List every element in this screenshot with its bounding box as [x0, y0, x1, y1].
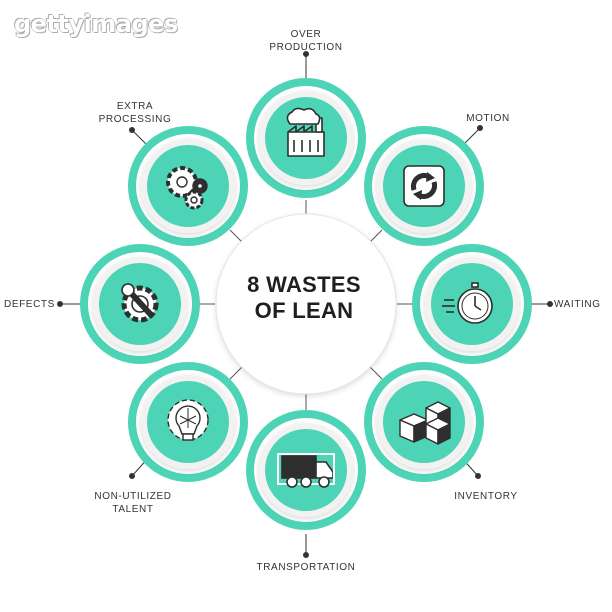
node-defects	[80, 244, 200, 364]
spoke-top-left	[229, 229, 243, 243]
cycle-arrows-icon	[403, 165, 445, 207]
label-non-utilized-talent: NON-UTILIZED TALENT	[94, 491, 172, 515]
lightbulb-gear-icon	[167, 399, 209, 441]
spoke-bottom-left	[229, 366, 243, 380]
node-waiting	[412, 244, 532, 364]
node-transportation	[246, 410, 366, 530]
watermark: gettyimages	[14, 10, 178, 38]
node-inventory	[364, 362, 484, 482]
boxes-icon	[399, 401, 451, 445]
gears-icon	[166, 166, 208, 210]
stopwatch-icon	[442, 282, 493, 324]
label-leaders	[57, 51, 553, 558]
label-transportation: TRANSPORTATION	[256, 562, 356, 573]
spokes	[199, 200, 413, 410]
label-extra-processing: EXTRA PROCESSING	[98, 101, 172, 125]
truck-icon	[277, 453, 335, 488]
label-inventory: INVENTORY	[454, 491, 518, 502]
label-defects: DEFECTS	[4, 299, 55, 310]
label-waiting: WAITING	[554, 299, 601, 310]
node-non-utilized-talent	[128, 362, 248, 482]
wrench-gear-icon	[121, 283, 159, 323]
label-over-production: OVER PRODUCTION	[269, 29, 343, 53]
center-title: 8 WASTES OF LEAN	[247, 272, 361, 323]
node-extra-processing	[128, 126, 248, 246]
spoke-bottom-right	[369, 366, 383, 380]
node-motion	[364, 126, 484, 246]
label-motion: MOTION	[466, 113, 510, 124]
factory-icon	[286, 107, 325, 157]
node-over-production	[246, 78, 366, 198]
spoke-top-right	[369, 229, 383, 243]
center-circle	[216, 214, 396, 394]
